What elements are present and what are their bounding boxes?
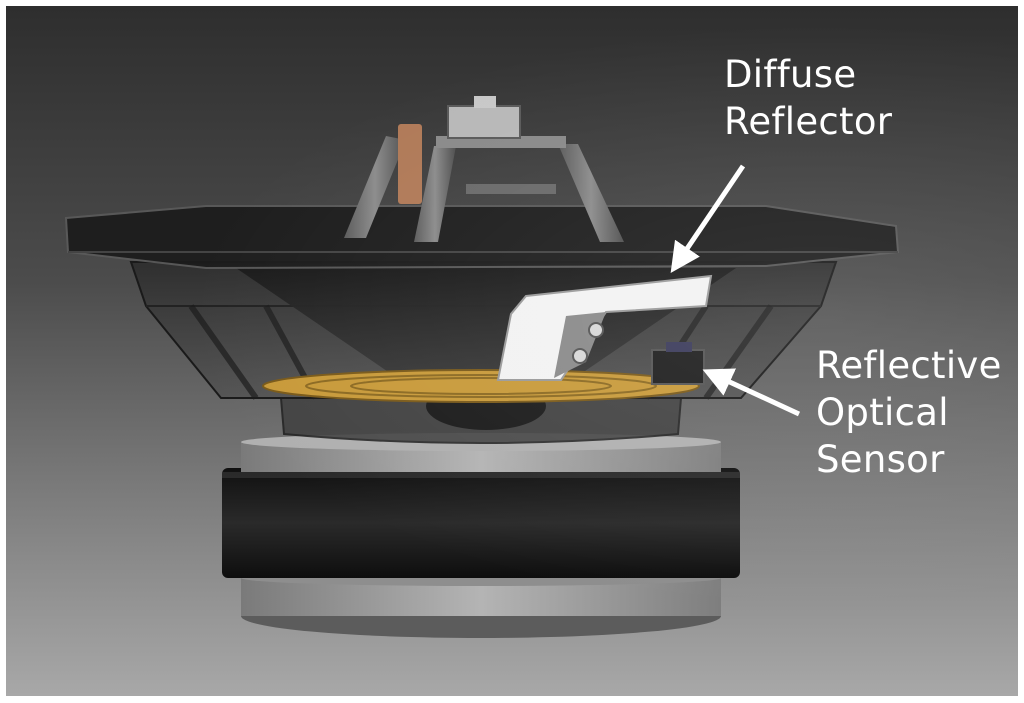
reflective-optical-sensor-label: Reflective Optical Sensor (816, 342, 1002, 483)
diffuse-reflector-label-line1: Diffuse (724, 53, 857, 96)
diffuse-reflector-label-line2: Reflector (724, 100, 893, 143)
sensor-label-line2: Optical (816, 391, 949, 434)
surround-rim (64, 205, 900, 270)
diffuse-reflector-label: Diffuse Reflector (724, 51, 892, 145)
diffuse-reflector-part (496, 274, 713, 381)
bottom-plate (241, 570, 721, 638)
sensor-label-line3: Sensor (816, 438, 945, 481)
diffuse-reflector-arrow (670, 164, 746, 273)
optical-sensor-part (651, 342, 705, 385)
magnet-ring (222, 468, 740, 578)
optical-sensor-arrow (702, 368, 801, 417)
diagram-frame: Diffuse Reflector Reflective Optical Sen… (6, 6, 1018, 696)
spider (262, 369, 700, 403)
speaker-cad-illustration (64, 96, 900, 638)
sensor-mount-tripod (344, 96, 624, 242)
sensor-label-line1: Reflective (816, 344, 1002, 387)
